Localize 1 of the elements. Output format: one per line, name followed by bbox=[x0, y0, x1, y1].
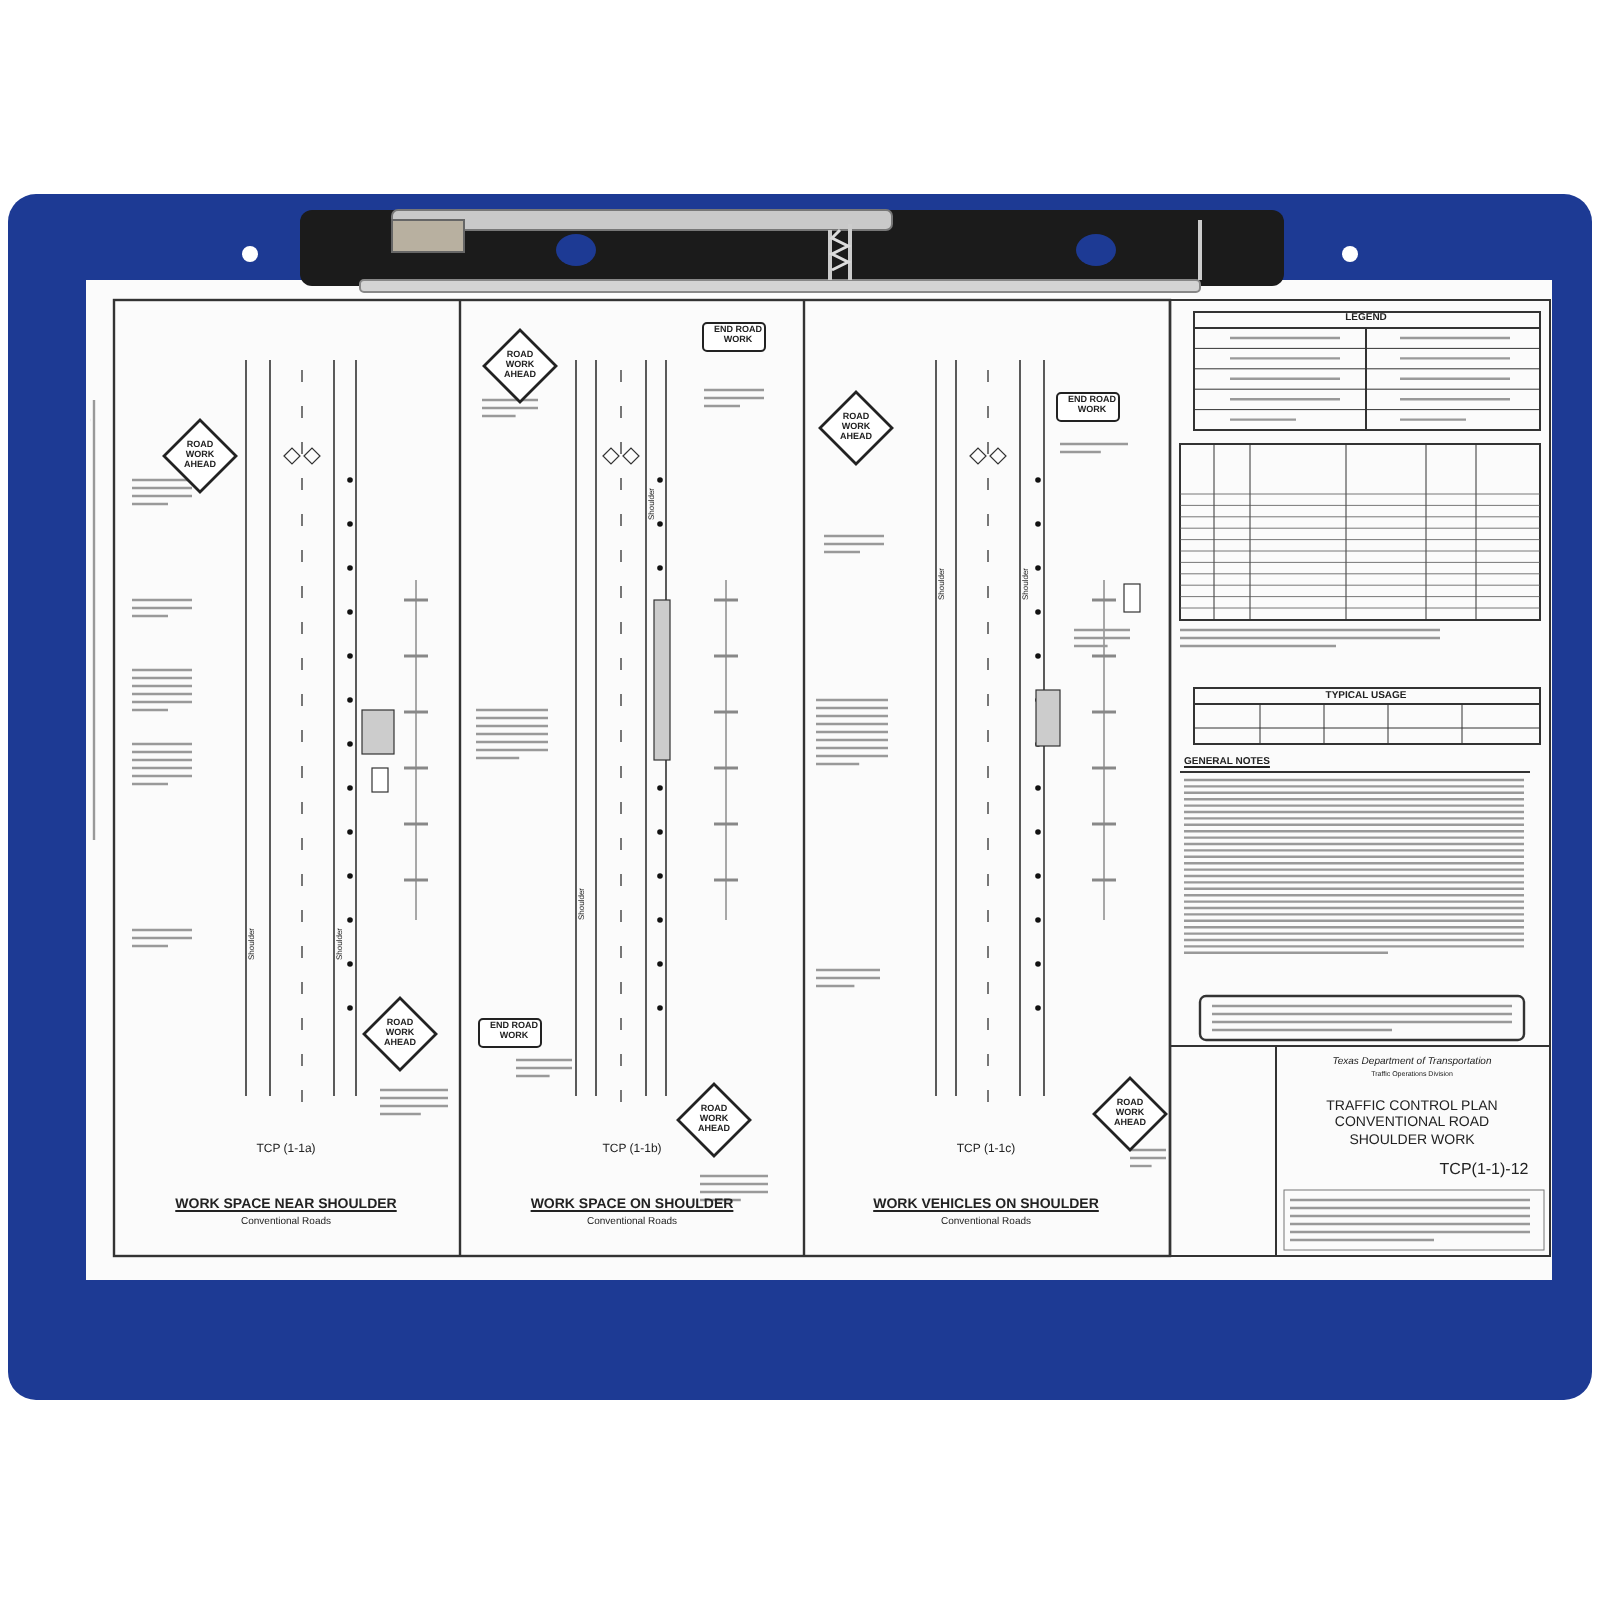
sheet-number: TCP(1-1)-12 bbox=[1439, 1162, 1529, 1178]
